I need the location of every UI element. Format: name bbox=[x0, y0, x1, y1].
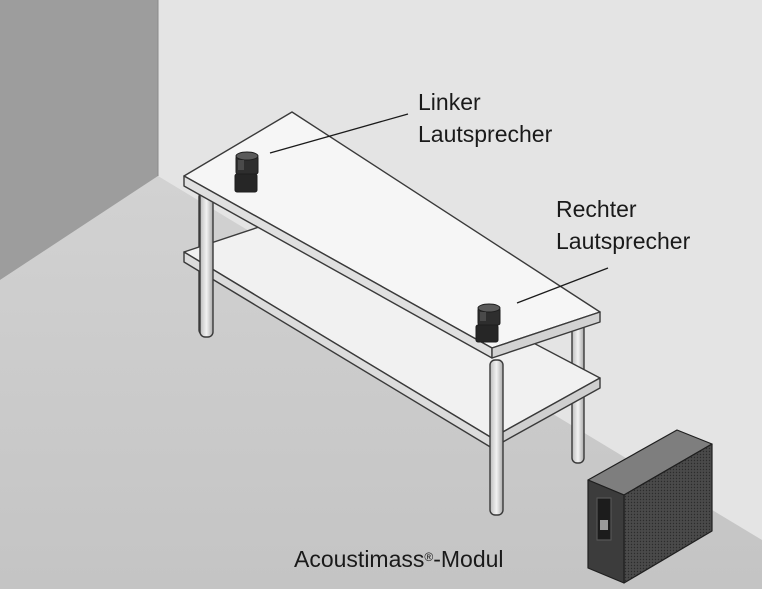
right-speaker-label-line2: Lautsprecher bbox=[556, 228, 691, 254]
table-top-side-edge bbox=[491, 311, 601, 359]
table bbox=[183, 111, 601, 516]
subwoofer-icon bbox=[587, 429, 713, 584]
table-leg-front-right bbox=[489, 359, 504, 516]
registered-mark: ® bbox=[424, 550, 434, 564]
floor bbox=[0, 176, 762, 589]
speaker-icon bbox=[475, 303, 501, 343]
module-label: Acoustimass®-Modul bbox=[294, 544, 504, 574]
speaker-icon bbox=[234, 151, 259, 193]
table-leg-front-left bbox=[199, 189, 214, 338]
right-speaker-label: Rechter Lautsprecher bbox=[556, 193, 690, 257]
side-wall bbox=[0, 0, 158, 280]
right-speaker-leader bbox=[516, 267, 609, 304]
module-label-suffix: -Modul bbox=[433, 546, 504, 572]
left-speaker-leader bbox=[269, 113, 409, 154]
right-speaker-label-line1: Rechter bbox=[556, 196, 637, 222]
module-front-port bbox=[596, 497, 612, 541]
module-front-slot bbox=[600, 520, 608, 530]
module-label-name: Acoustimass bbox=[294, 546, 425, 572]
left-speaker-label: Linker Lautsprecher bbox=[418, 86, 552, 150]
left-speaker-label-line2: Lautsprecher bbox=[418, 121, 553, 147]
left-speaker-label-line1: Linker bbox=[418, 89, 481, 115]
